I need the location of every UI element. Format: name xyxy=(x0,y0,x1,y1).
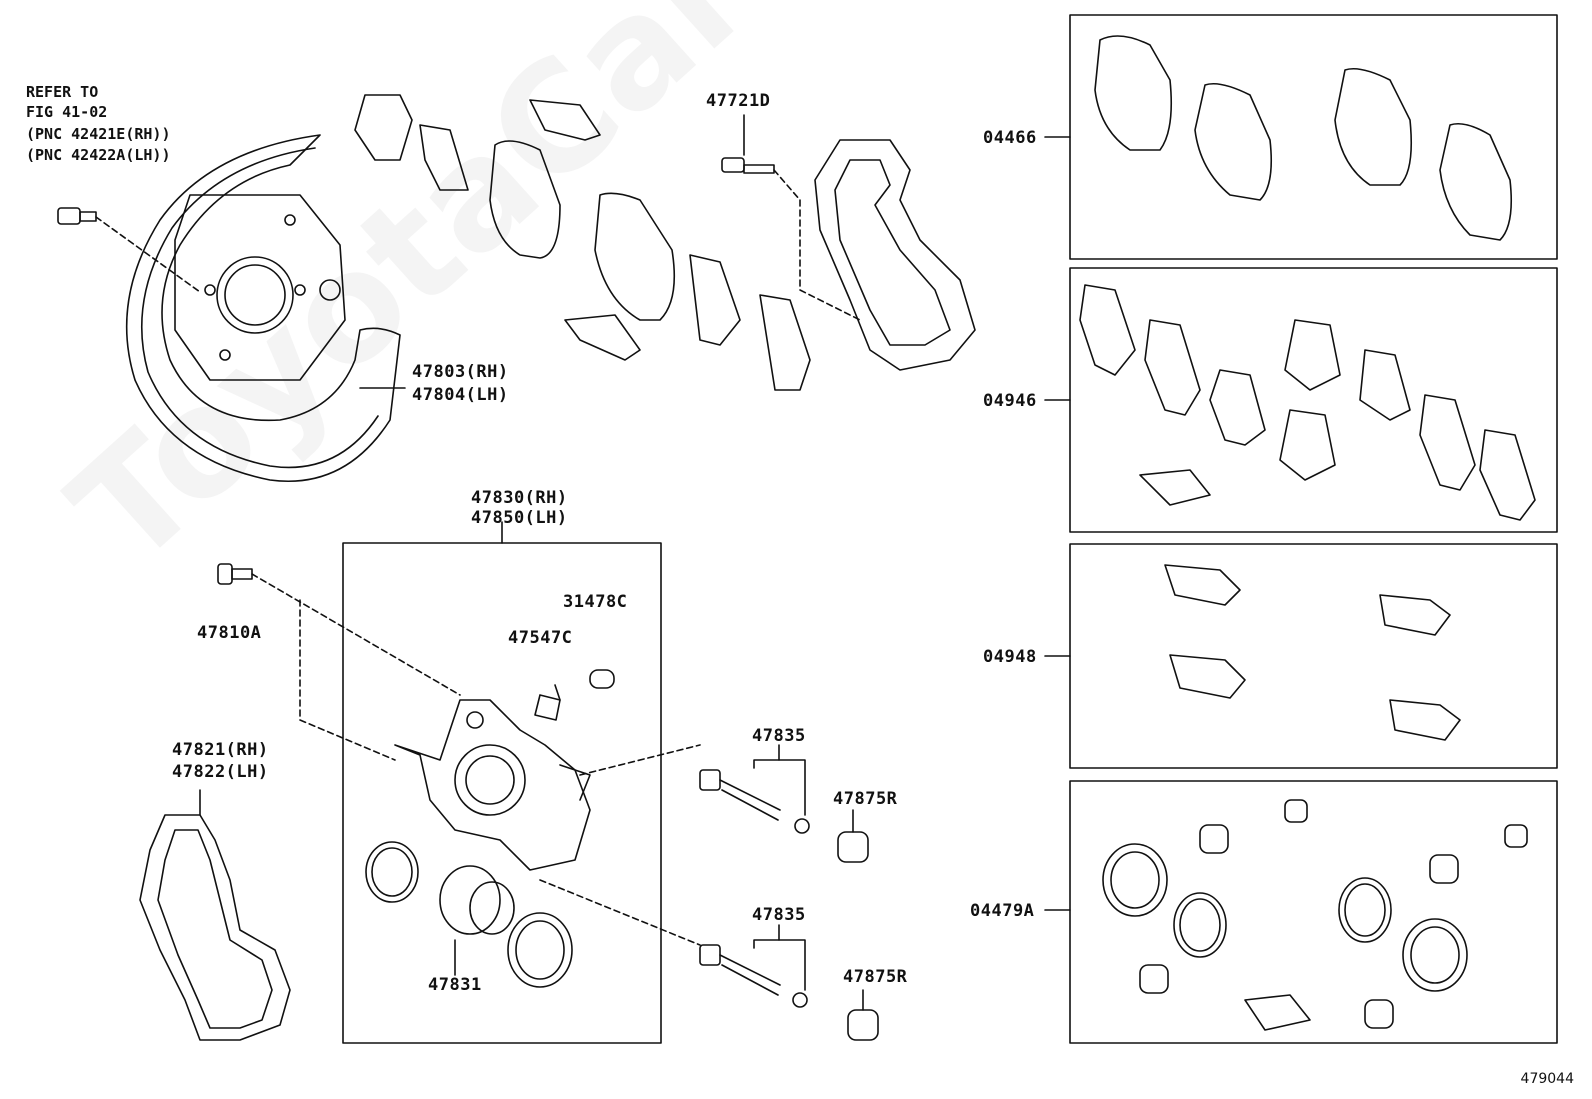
part-label-47721D: 47721D xyxy=(706,91,771,111)
caliper-bracket-lower xyxy=(139,789,291,1041)
piston-seal xyxy=(365,841,419,903)
part-label-31478C: 31478C xyxy=(563,592,628,612)
pin-boot-lower xyxy=(847,989,879,1041)
part-label-47835-upper: 47835 xyxy=(752,726,806,746)
caliper-bolt xyxy=(217,563,461,761)
refer-line-1: REFER TO xyxy=(26,83,99,101)
kit-box-04466 xyxy=(1069,14,1558,260)
part-label-47810A: 47810A xyxy=(197,623,262,643)
part-label-47821: 47821(RH) xyxy=(172,740,269,760)
diagram-id: 479044 xyxy=(1520,1071,1574,1087)
refer-line-2: FIG 41-02 xyxy=(26,103,108,121)
kit-label-04948: 04948 xyxy=(983,647,1037,667)
kit-box-04948 xyxy=(1069,543,1558,769)
slide-pin-upper xyxy=(579,744,810,834)
pin-boot-upper xyxy=(837,809,869,863)
piston xyxy=(439,865,515,976)
kit-label-04466: 04466 xyxy=(983,128,1037,148)
piston-boot xyxy=(507,912,573,988)
kit-box-04946 xyxy=(1069,267,1558,533)
part-label-47822: 47822(LH) xyxy=(172,762,269,782)
part-label-47835-lower: 47835 xyxy=(752,905,806,925)
part-label-47875R-upper: 47875R xyxy=(833,789,898,809)
part-label-47830: 47830(RH) xyxy=(471,488,568,508)
kit-04479A-seals xyxy=(1102,799,1528,1031)
refer-line-4: (PNC 42422A(LH)) xyxy=(26,146,171,164)
part-label-47547C: 47547C xyxy=(508,628,573,648)
kit-box-04479A xyxy=(1069,780,1558,1044)
refer-line-3: (PNC 42421E(RH)) xyxy=(26,125,171,143)
part-label-47803: 47803(RH) xyxy=(412,362,509,382)
caliper-bracket-top xyxy=(721,114,976,371)
kit-label-04479A: 04479A xyxy=(970,901,1035,921)
kit-04466-pads xyxy=(1094,35,1513,241)
caliper-body xyxy=(394,699,591,871)
kit-04946-shims xyxy=(1079,284,1536,521)
part-label-47804: 47804(LH) xyxy=(412,385,509,405)
part-label-47831: 47831 xyxy=(428,975,482,995)
bleeder-screw xyxy=(534,684,561,721)
top-pads xyxy=(354,94,811,391)
shield-bolt xyxy=(57,207,201,293)
caliper-box xyxy=(342,542,662,1044)
slide-pin-lower xyxy=(539,879,808,1008)
kit-04948-clips xyxy=(1164,564,1461,741)
dust-shield xyxy=(125,134,406,482)
part-label-47850: 47850(LH) xyxy=(471,508,568,528)
kit-label-04946: 04946 xyxy=(983,391,1037,411)
bleeder-cap xyxy=(589,669,615,689)
part-label-47875R-lower: 47875R xyxy=(843,967,908,987)
